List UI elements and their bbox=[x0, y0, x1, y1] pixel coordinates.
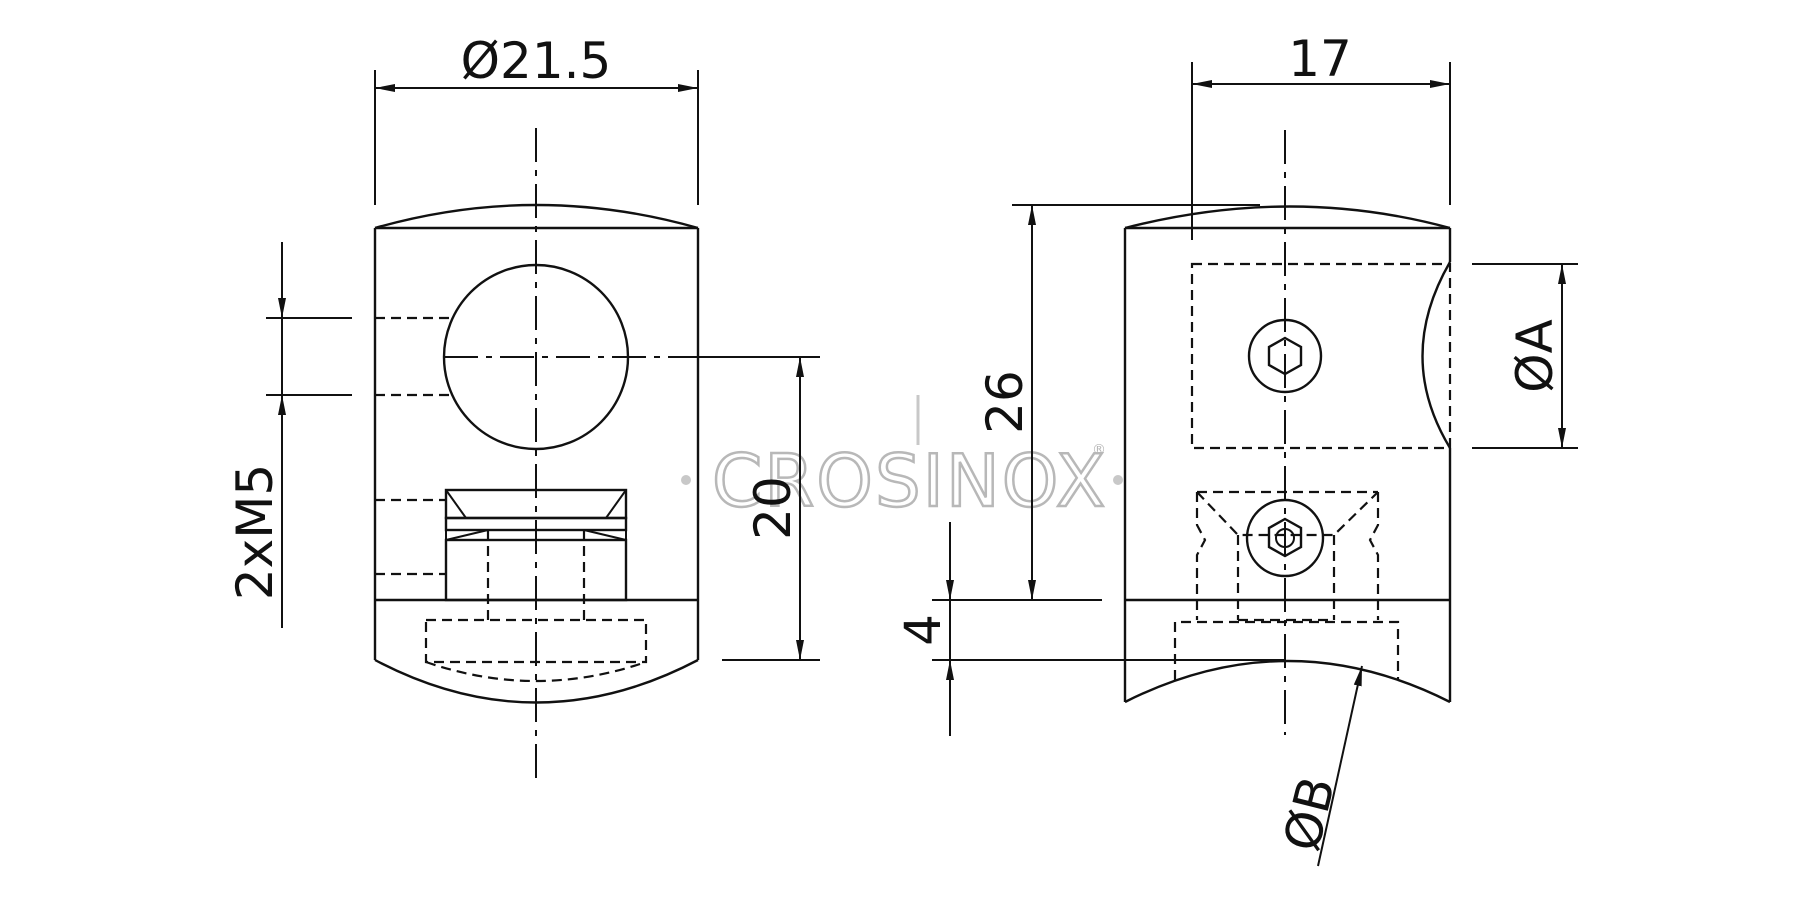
side-dim-bore-a: ØA bbox=[1472, 263, 1578, 449]
side-view bbox=[1123, 130, 1452, 735]
side-dim-height-label: 26 bbox=[976, 370, 1034, 434]
side-dim-offset-label: 4 bbox=[894, 614, 952, 646]
front-dim-width-label: Ø21.5 bbox=[461, 32, 612, 90]
side-dim-width-label: 17 bbox=[1288, 30, 1352, 88]
watermark-text: CROSINOX bbox=[712, 439, 1107, 523]
watermark: CROSINOX ® bbox=[681, 395, 1123, 524]
front-dim-thread: 2xM5 bbox=[226, 242, 352, 628]
front-dim-thread-label: 2xM5 bbox=[226, 464, 284, 600]
front-view bbox=[373, 128, 700, 780]
front-dim-height-label: 20 bbox=[744, 476, 802, 540]
side-dim-width: 17 bbox=[1191, 30, 1451, 240]
side-dim-height: 26 bbox=[976, 204, 1260, 601]
front-dim-width: Ø21.5 bbox=[374, 32, 699, 205]
side-dim-bore-b-label: ØB bbox=[1272, 771, 1346, 857]
watermark-registered-mark: ® bbox=[1092, 442, 1106, 458]
side-dim-offset: 4 bbox=[894, 522, 1285, 736]
front-dim-height: 20 bbox=[698, 356, 820, 661]
side-dim-bore-a-label: ØA bbox=[1506, 319, 1564, 393]
